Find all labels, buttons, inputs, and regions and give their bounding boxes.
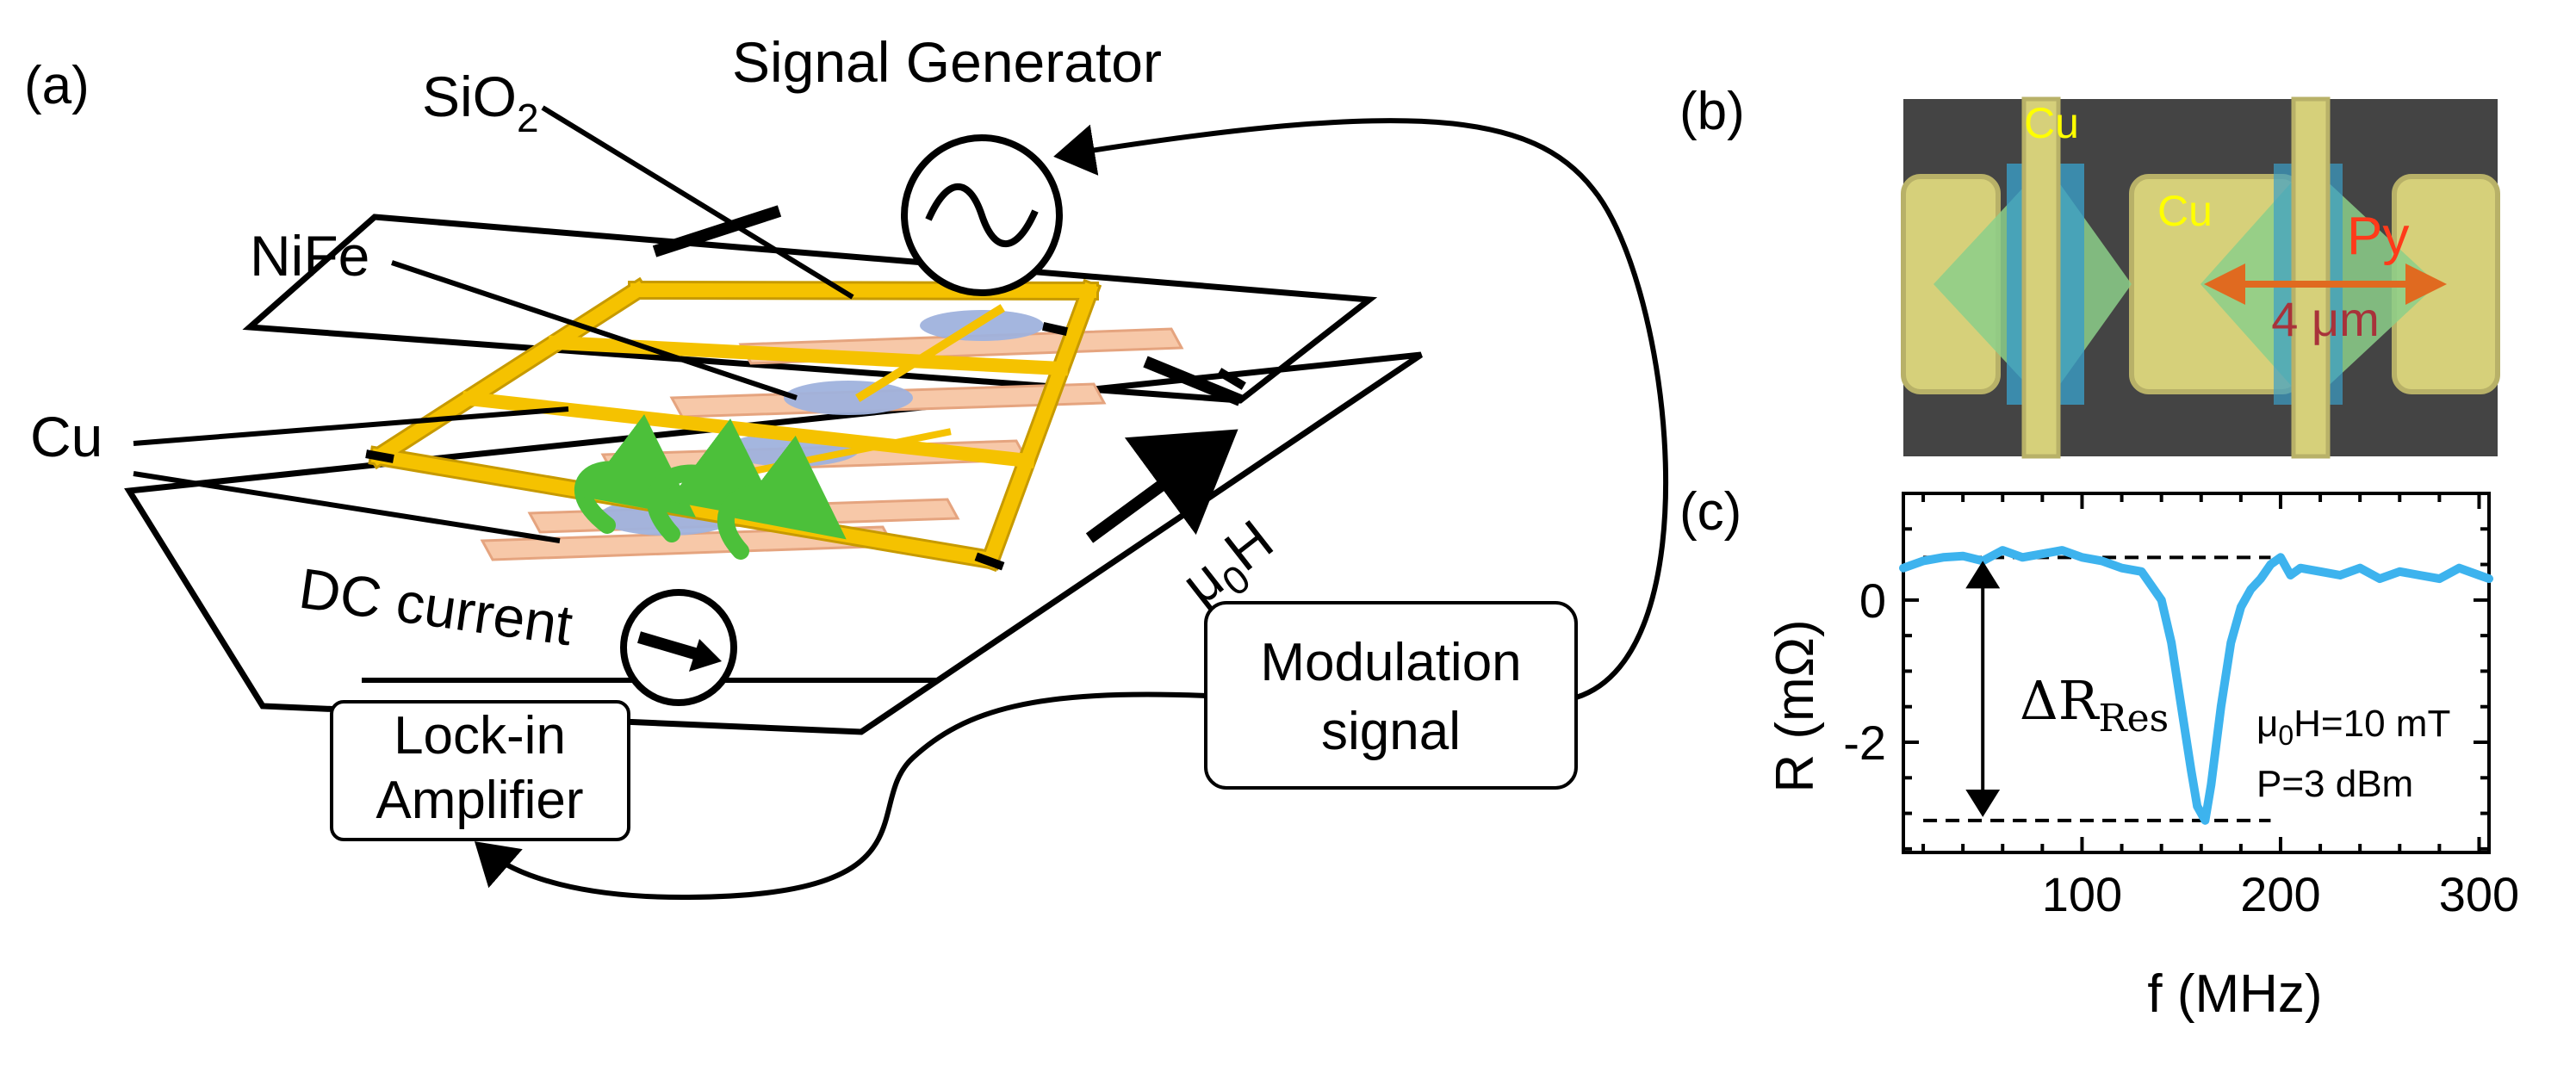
plot-frame bbox=[1902, 492, 2491, 854]
signal-generator-label: Signal Generator bbox=[732, 30, 1162, 94]
swirl-arrows bbox=[574, 414, 847, 560]
y-axis-label: R (mΩ) bbox=[1766, 619, 1825, 792]
x-tick-label: 100 bbox=[2042, 867, 2122, 921]
sem-cu-top-label: Cu bbox=[2024, 99, 2079, 147]
lockin-line2: Amplifier bbox=[376, 771, 583, 830]
sem-py-label: Py bbox=[2347, 207, 2409, 266]
generator-feedback-wire bbox=[1053, 118, 1669, 700]
field-arrow bbox=[1085, 429, 1238, 543]
sem-image bbox=[1901, 96, 2500, 459]
panel-c-label: (c) bbox=[1679, 482, 1741, 542]
tick-labels: 100 200 300 0 -2 bbox=[1843, 573, 2519, 921]
axis-ticks bbox=[1903, 492, 2489, 852]
lockin-reference-wire bbox=[474, 691, 1207, 901]
modulation-line1: Modulation bbox=[1260, 633, 1521, 692]
cu-label: Cu bbox=[30, 405, 102, 468]
y-tick-label: 0 bbox=[1859, 573, 1886, 628]
nife-label: NiFe bbox=[250, 224, 369, 288]
lockin-line1: Lock-in bbox=[394, 706, 566, 765]
sio2-leader bbox=[541, 105, 854, 300]
panel-b: (b) Cu Cu Py 4 μm bbox=[1679, 82, 2500, 459]
panel-a: (a) bbox=[24, 30, 1669, 901]
y-tick-label: -2 bbox=[1843, 716, 1886, 770]
signal-generator-symbol bbox=[901, 134, 1063, 296]
panel-c: (c) R (mΩ) f (MHz) 100 200 300 0 -2 ΔRRes μ0… bbox=[1679, 482, 2519, 1024]
modulation-line2: signal bbox=[1321, 702, 1461, 761]
nife-leader bbox=[391, 260, 798, 400]
delta-r-label: ΔRRes bbox=[2020, 669, 2169, 741]
current-source-symbol bbox=[620, 589, 737, 706]
upper-board bbox=[242, 214, 1378, 404]
resistance-curve bbox=[1899, 546, 2493, 825]
scale-label: 4 μm bbox=[2271, 292, 2380, 346]
panel-a-label: (a) bbox=[24, 56, 90, 115]
lockin-box bbox=[330, 700, 630, 841]
condition-field: μ0H=10 mT bbox=[2256, 703, 2450, 751]
x-axis-label: f (MHz) bbox=[2147, 964, 2322, 1024]
sem-cu-middle-label: Cu bbox=[2157, 187, 2213, 235]
x-tick-label: 200 bbox=[2240, 867, 2320, 921]
sio2-label: SiO2 bbox=[422, 65, 539, 140]
cu-leader-upper bbox=[133, 406, 569, 446]
condition-power: P=3 dBm bbox=[2256, 763, 2413, 805]
panel-b-label: (b) bbox=[1679, 82, 1745, 141]
dc-current-label: DC current bbox=[295, 556, 576, 658]
cu-leader-lower bbox=[133, 471, 561, 543]
x-tick-label: 300 bbox=[2439, 867, 2519, 921]
